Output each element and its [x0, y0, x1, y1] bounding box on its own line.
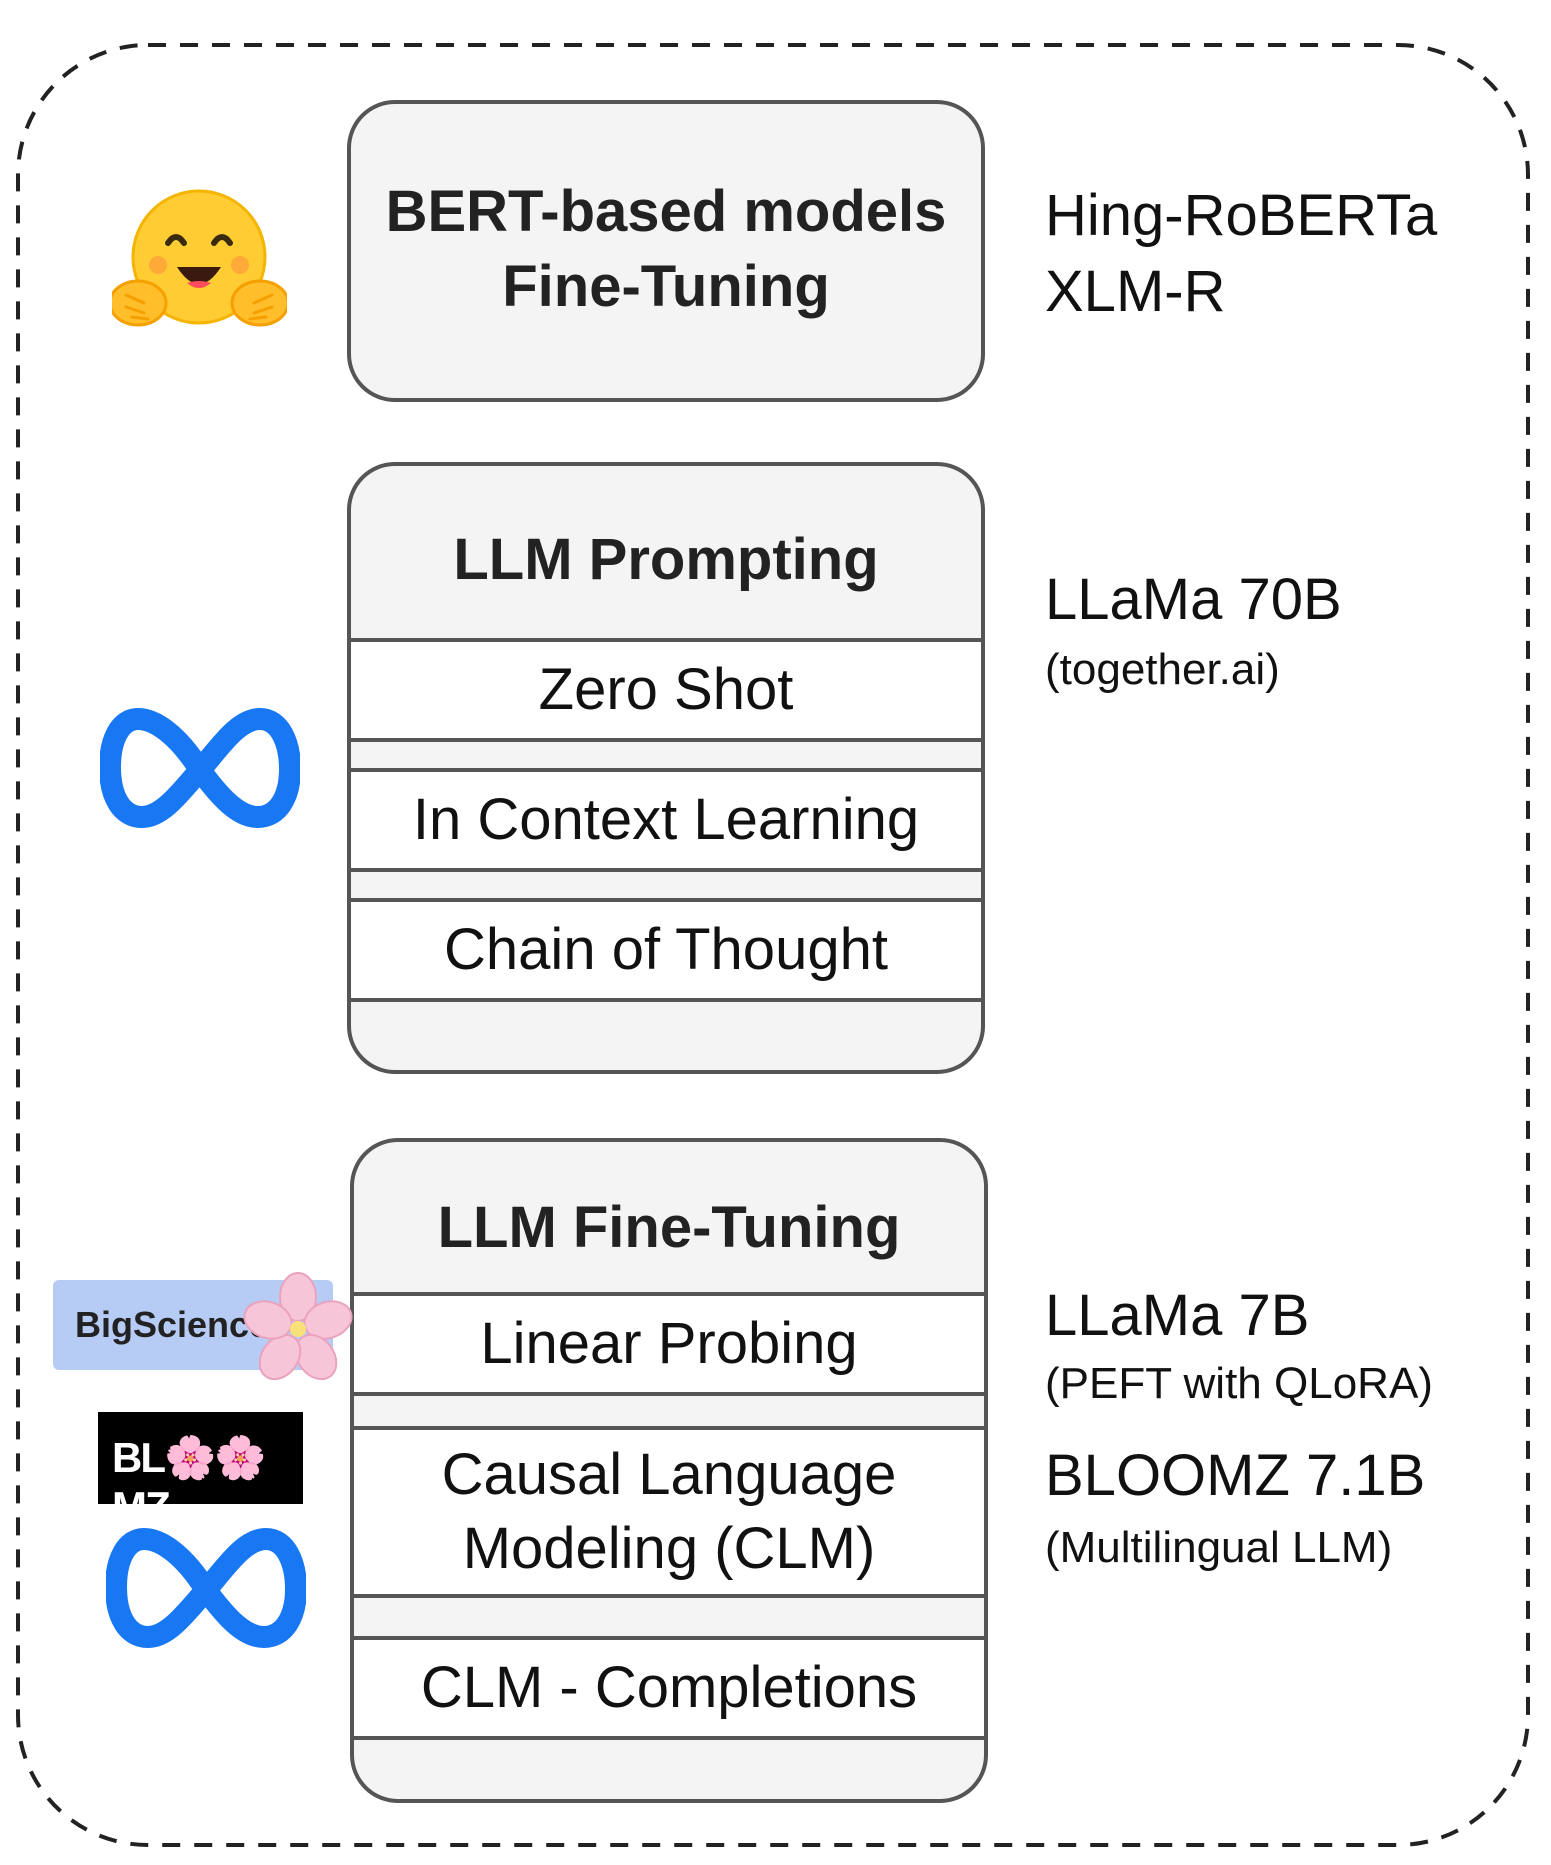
in-context-label: In Context Learning — [412, 787, 920, 852]
chain-of-thought-label: Chain of Thought — [444, 917, 888, 982]
hing-roberta-label: Hing-RoBERTa — [1045, 183, 1438, 248]
finetuning-title: LLM Fine-Tuning — [437, 1195, 901, 1260]
finetuning-row-clm-completions: CLM - Completions — [354, 1636, 984, 1740]
clm-label-line2: Modeling (CLM) — [462, 1516, 876, 1581]
bigscience-logo-text: BigScience — [75, 1304, 270, 1345]
zero-shot-label: Zero Shot — [538, 657, 794, 722]
prompting-row-zero-shot: Zero Shot — [351, 638, 981, 742]
prompting-title: LLM Prompting — [453, 527, 879, 592]
hugging-face-icon — [112, 189, 287, 327]
bert-title-line2: Fine-Tuning — [502, 254, 830, 319]
bert-finetuning-box: BERT-based models Fine-Tuning — [347, 100, 985, 402]
bloomz-logo-text: BL🌸🌸MZ — [112, 1434, 267, 1530]
llm-finetuning-box: LLM Fine-Tuning Linear Probing Causal La… — [350, 1138, 988, 1803]
finetuning-row-clm: Causal Language Modeling (CLM) — [354, 1426, 984, 1598]
clm-completions-label: CLM - Completions — [420, 1655, 918, 1720]
llm-prompting-box: LLM Prompting Zero Shot In Context Learn… — [347, 462, 985, 1074]
bigscience-logo: BigScience — [53, 1272, 353, 1381]
bloomz-label: BLOOMZ 7.1B — [1045, 1443, 1426, 1508]
prompting-models-label: LLaMa 70B (together.ai) — [1045, 562, 1342, 698]
bloomz-logo: BL🌸🌸MZ — [98, 1412, 303, 1530]
meta-logo-icon — [100, 708, 300, 828]
clm-label-line1: Causal Language — [441, 1442, 897, 1507]
llama-70b-label: LLaMa 70B — [1045, 567, 1342, 632]
multilingual-llm-label: (Multilingual LLM) — [1045, 1523, 1393, 1572]
llama-7b-label: LLaMa 7B — [1045, 1283, 1310, 1348]
finetuning-models-label: LLaMa 7B (PEFT with QLoRA) BLOOMZ 7.1B (… — [1045, 1278, 1433, 1576]
prompting-row-in-context: In Context Learning — [351, 768, 981, 872]
finetuning-row-linear-probing: Linear Probing — [354, 1292, 984, 1396]
meta-logo-icon — [106, 1528, 306, 1648]
bert-models-label: Hing-RoBERTa XLM-R — [1045, 178, 1437, 330]
xlm-r-label: XLM-R — [1045, 259, 1226, 324]
linear-probing-label: Linear Probing — [480, 1311, 858, 1376]
prompting-row-cot: Chain of Thought — [351, 898, 981, 1002]
cherry-blossom-icon — [243, 1272, 353, 1381]
bert-title-line1: BERT-based models — [385, 179, 947, 244]
together-ai-label: (together.ai) — [1045, 645, 1280, 694]
peft-qlora-label: (PEFT with QLoRA) — [1045, 1359, 1433, 1408]
